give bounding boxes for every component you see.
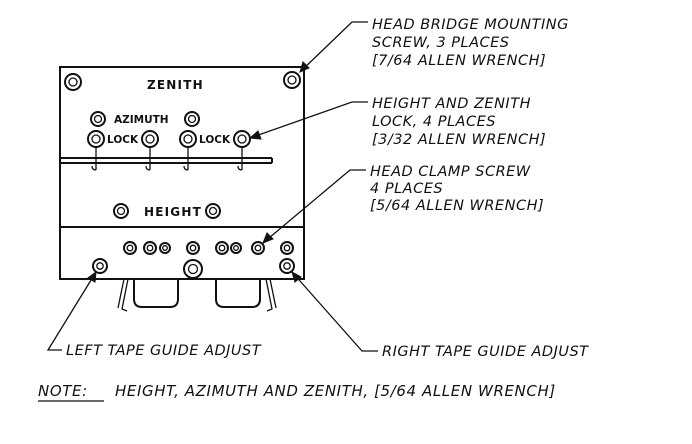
head-clamp-screw-icon: [186, 241, 200, 255]
note-text: HEIGHT, AZIMUTH AND ZENITH, [5/64 ALLEN …: [115, 382, 556, 400]
head-clamp-screw-icon: [280, 241, 294, 255]
callout-clamp-line3: [5/64 ALLEN WRENCH]: [370, 198, 544, 214]
callout-head-bridge-line1: HEAD BRIDGE MOUNTING: [372, 17, 569, 33]
leader-line-height-zenith-lock: [248, 101, 368, 140]
callout-head-bridge: HEAD BRIDGE MOUNTING SCREW, 3 PLACES [7/…: [372, 17, 569, 69]
leader-line-left-guide: [46, 270, 97, 351]
lock-label-left: LOCK: [107, 134, 139, 146]
callout-lock-line1: HEIGHT AND ZENITH: [372, 96, 531, 112]
mounting-screw-icon: [64, 73, 82, 91]
callout-head-clamp: HEAD CLAMP SCREW 4 PLACES [5/64 ALLEN WR…: [370, 164, 544, 214]
base-plate: [59, 226, 305, 312]
height-label: HEIGHT: [144, 205, 202, 219]
zenith-label: ZENITH: [147, 78, 204, 92]
height-screw-icon: [113, 203, 129, 219]
head-clamp-screw-icon: [123, 241, 137, 255]
height-screw-icon: [205, 203, 221, 219]
note: NOTE: HEIGHT, AZIMUTH AND ZENITH, [5/64 …: [38, 382, 556, 402]
azimuth-screw-icon: [90, 111, 106, 127]
callout-head-bridge-line3: [7/64 ALLEN WRENCH]: [372, 53, 546, 69]
head-clamp-screw-icon: [143, 241, 157, 255]
leader-line-right-guide: [291, 270, 378, 352]
callout-right-tape-guide: RIGHT TAPE GUIDE ADJUST: [382, 344, 589, 360]
note-prefix: NOTE:: [38, 382, 88, 400]
callout-clamp-line1: HEAD CLAMP SCREW: [370, 164, 531, 180]
lock-label-right: LOCK: [199, 134, 231, 146]
left-tape-guide-screw-icon: [92, 258, 108, 274]
head-clamp-screw-icon: [215, 241, 229, 255]
mounting-screw-icon: [283, 71, 301, 89]
lock-screw-icon: [233, 130, 251, 171]
callout-left-tape-guide: LEFT TAPE GUIDE ADJUST: [66, 343, 262, 359]
callout-head-bridge-line2: SCREW, 3 PLACES: [372, 35, 510, 51]
callout-lock-line2: LOCK, 4 PLACES: [372, 114, 496, 130]
lock-screw-icon: [179, 130, 197, 171]
callout-clamp-line2: 4 PLACES: [370, 181, 443, 197]
right-tape-guide-screw-icon: [279, 258, 295, 274]
callout-lock-line3: [3/32 ALLEN WRENCH]: [372, 132, 546, 148]
head-clamp-screw-icon: [159, 242, 171, 254]
leader-line-head-clamp: [262, 169, 366, 244]
mounting-screw-icon: [183, 259, 203, 279]
leader-line-head-bridge: [299, 21, 368, 73]
azimuth-label: AZIMUTH: [114, 114, 169, 126]
head-clamp-screw-icon: [251, 241, 265, 255]
lock-screw-icon: [87, 130, 105, 171]
lock-screw-icon: [141, 130, 159, 171]
callout-height-zenith-lock: HEIGHT AND ZENITH LOCK, 4 PLACES [3/32 A…: [372, 96, 546, 148]
azimuth-screw-icon: [184, 111, 200, 127]
head-clamp-screw-icon: [230, 242, 242, 254]
